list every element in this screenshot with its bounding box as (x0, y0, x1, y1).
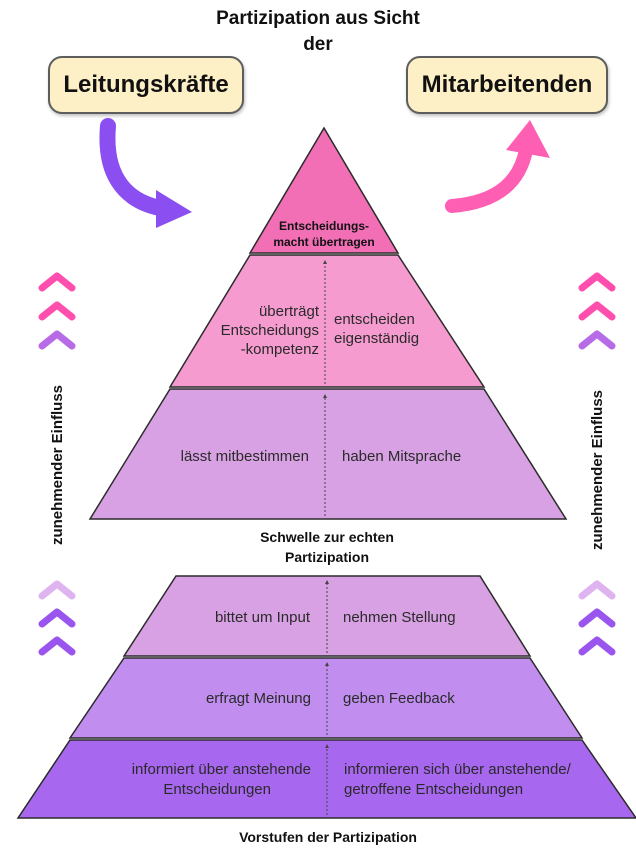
chevron-up-icon (578, 608, 616, 628)
chevron-up-icon (578, 636, 616, 656)
level-lower-3: informiert über anstehende Entscheidunge… (16, 739, 636, 819)
level-lower-1-left: bittet um Input (215, 609, 311, 626)
level-upper-1-left-1: überträgt (259, 303, 320, 320)
side-label-left: zunehmender Einfluss (49, 385, 66, 545)
level-upper-2-right: haben Mitsprache (342, 448, 461, 465)
threshold-line-1: Schwelle zur echten (260, 529, 394, 545)
chevron-up-icon (38, 272, 76, 292)
chevron-up-icon (38, 330, 76, 350)
side-label-right: zunehmender Einfluss (589, 390, 606, 550)
level-upper-2-left: lässt mitbestimmen (181, 448, 309, 465)
level-lower-3-left-1: informiert über anstehende (132, 761, 311, 778)
chevron-up-icon-group-left-upper (38, 272, 76, 350)
level-upper-1-right-1: entscheiden (334, 311, 415, 328)
title-line-1: Partizipation aus Sicht (216, 8, 420, 29)
level-lower-3-left-2: Entscheidungen (163, 781, 271, 798)
arrow-right-icon (445, 120, 550, 213)
footer-label: Vorstufen der Partizipation (239, 829, 417, 845)
chevron-up-icon-group-left-lower (38, 580, 76, 656)
title-line-2: der (303, 34, 333, 55)
level-upper-1-right-2: eigenständig (334, 330, 419, 347)
pyramid-top: Entscheidungs- macht übertragen (248, 126, 400, 254)
chevron-up-icon (38, 301, 76, 321)
level-lower-1: bittet um Input nehmen Stellung (122, 575, 532, 657)
perspective-employees-box: Mitarbeitenden (406, 56, 608, 114)
level-upper-1: überträgt Entscheidungs -kompetenz entsc… (168, 254, 486, 388)
level-lower-2-right: geben Feedback (343, 690, 455, 707)
chevron-up-icon (578, 272, 616, 292)
pyramid-top-line-1: Entscheidungs- (279, 219, 369, 233)
level-upper-1-left-2: Entscheidungs (221, 322, 319, 339)
chevron-up-icon (578, 580, 616, 600)
threshold-line-2: Partizipation (285, 549, 369, 565)
chevron-up-icon-group-right-upper (578, 272, 616, 350)
level-upper-2: lässt mitbestimmen haben Mitsprache (88, 388, 568, 520)
level-lower-1-right: nehmen Stellung (343, 609, 456, 626)
level-upper-1-left-3: -kompetenz (241, 341, 319, 358)
level-lower-3-right-2: getroffene Entscheidungen (344, 781, 523, 798)
arrow-left-icon (99, 118, 192, 228)
level-lower-2-left: erfragt Meinung (206, 690, 311, 707)
pyramid-top-line-2: macht übertragen (273, 235, 374, 249)
chevron-up-icon (38, 608, 76, 628)
level-lower-3-right-1: informieren sich über anstehende/ (344, 761, 572, 778)
chevron-up-icon-group-right-lower (578, 580, 616, 656)
chevron-up-icon (578, 330, 616, 350)
chevron-up-icon (38, 636, 76, 656)
level-lower-2: erfragt Meinung geben Feedback (68, 657, 584, 739)
perspective-leaders-box: Leitungskräfte (48, 56, 244, 114)
chevron-up-icon (578, 301, 616, 321)
chevron-up-icon (38, 580, 76, 600)
